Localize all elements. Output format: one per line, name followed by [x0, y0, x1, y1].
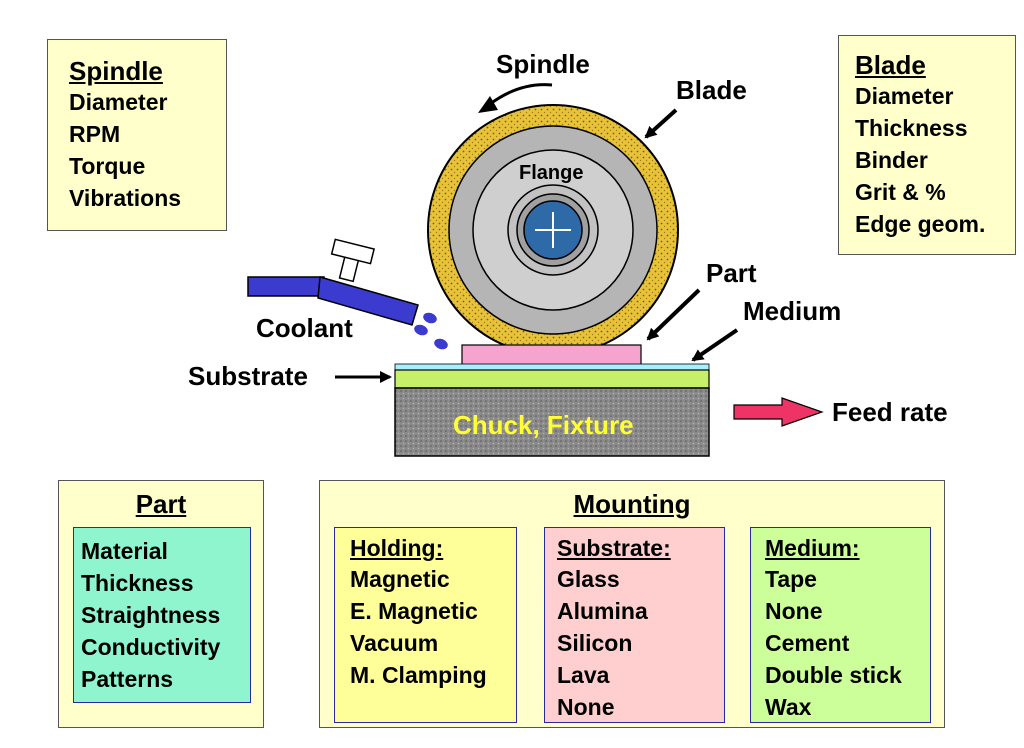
part-item: Material [81, 538, 168, 564]
spindle-label: Spindle [496, 49, 590, 79]
holding-heading: Holding: [350, 535, 444, 561]
medium-arrow [691, 328, 739, 362]
flange-label: Flange [519, 162, 584, 184]
chuck-label: Chuck, Fixture [453, 410, 634, 440]
holding-item: E. Magnetic [350, 598, 478, 624]
medium-item: Cement [765, 630, 850, 656]
part-box: Part Material Thickness Straightness Con… [58, 480, 264, 728]
blade-box-title: Blade [855, 50, 926, 80]
blade-item: Grit & % [855, 179, 946, 205]
blade-item: Edge geom. [855, 211, 986, 237]
medium-list: Medium: Tape None Cement Double stick Wa… [750, 527, 931, 723]
substrate-heading: Substrate: [557, 535, 671, 561]
substrate-item: None [557, 694, 615, 720]
medium-layer [394, 363, 710, 371]
spindle-box-title: Spindle [69, 56, 163, 86]
mounting-box-title: Mounting [573, 489, 691, 519]
spindle-item: Diameter [69, 89, 168, 115]
blade-box: Blade Diameter Thickness Binder Grit & %… [838, 35, 1016, 255]
blade-item: Thickness [855, 115, 968, 141]
coolant-drop [434, 338, 448, 350]
spindle-item: Vibrations [69, 185, 182, 211]
spindle-item: RPM [69, 121, 121, 147]
coolant-pipe [247, 276, 325, 297]
blade-label: Blade [676, 75, 747, 105]
holding-list: Holding: Magnetic E. Magnetic Vacuum M. … [334, 527, 517, 723]
coolant-drop [423, 312, 437, 324]
part-label: Part [706, 258, 757, 288]
spindle-box: Spindle Diameter RPM Torque Vibrations [47, 39, 227, 231]
holding-item: Vacuum [350, 630, 439, 656]
part-item: Thickness [81, 570, 194, 596]
substrate-item: Glass [557, 566, 620, 592]
medium-item: None [765, 598, 823, 624]
feed-rate-label: Feed rate [832, 397, 948, 427]
holding-item: M. Clamping [350, 662, 487, 688]
medium-label: Medium [743, 296, 842, 326]
substrate-item: Silicon [557, 630, 633, 656]
substrate-item: Lava [557, 662, 610, 688]
substrate-list: Substrate: Glass Alumina Silicon Lava No… [544, 527, 725, 723]
medium-item: Double stick [765, 662, 902, 688]
feed-rate-arrow [733, 397, 824, 427]
medium-heading: Medium: [765, 535, 860, 561]
part-list: Material Thickness Straightness Conducti… [73, 527, 251, 703]
part-item: Conductivity [81, 634, 221, 660]
substrate [394, 369, 710, 389]
coolant-valve-knob [330, 238, 376, 265]
blade-item: Binder [855, 147, 928, 173]
medium-item: Tape [765, 566, 817, 592]
part-item: Patterns [81, 666, 174, 692]
mounting-box: Mounting Holding: Magnetic E. Magnetic V… [319, 480, 945, 728]
part-arrow [646, 288, 701, 341]
medium-item: Wax [765, 694, 812, 720]
coolant-label: Coolant [256, 313, 353, 343]
part-item: Straightness [81, 602, 221, 628]
spindle-item: Torque [69, 153, 146, 179]
spindle-rotation-arrow [489, 83, 553, 106]
chuck-fixture [394, 387, 710, 457]
substrate-item: Alumina [557, 598, 648, 624]
holding-item: Magnetic [350, 566, 450, 592]
coolant-nozzle [317, 276, 419, 326]
coolant-drop [414, 324, 428, 336]
blade-arrow [644, 108, 678, 139]
part [461, 344, 642, 366]
blade-item: Diameter [855, 83, 954, 109]
spindle-rotation-arrowhead [478, 96, 498, 113]
part-box-title: Part [135, 489, 187, 519]
substrate-label: Substrate [188, 361, 308, 391]
